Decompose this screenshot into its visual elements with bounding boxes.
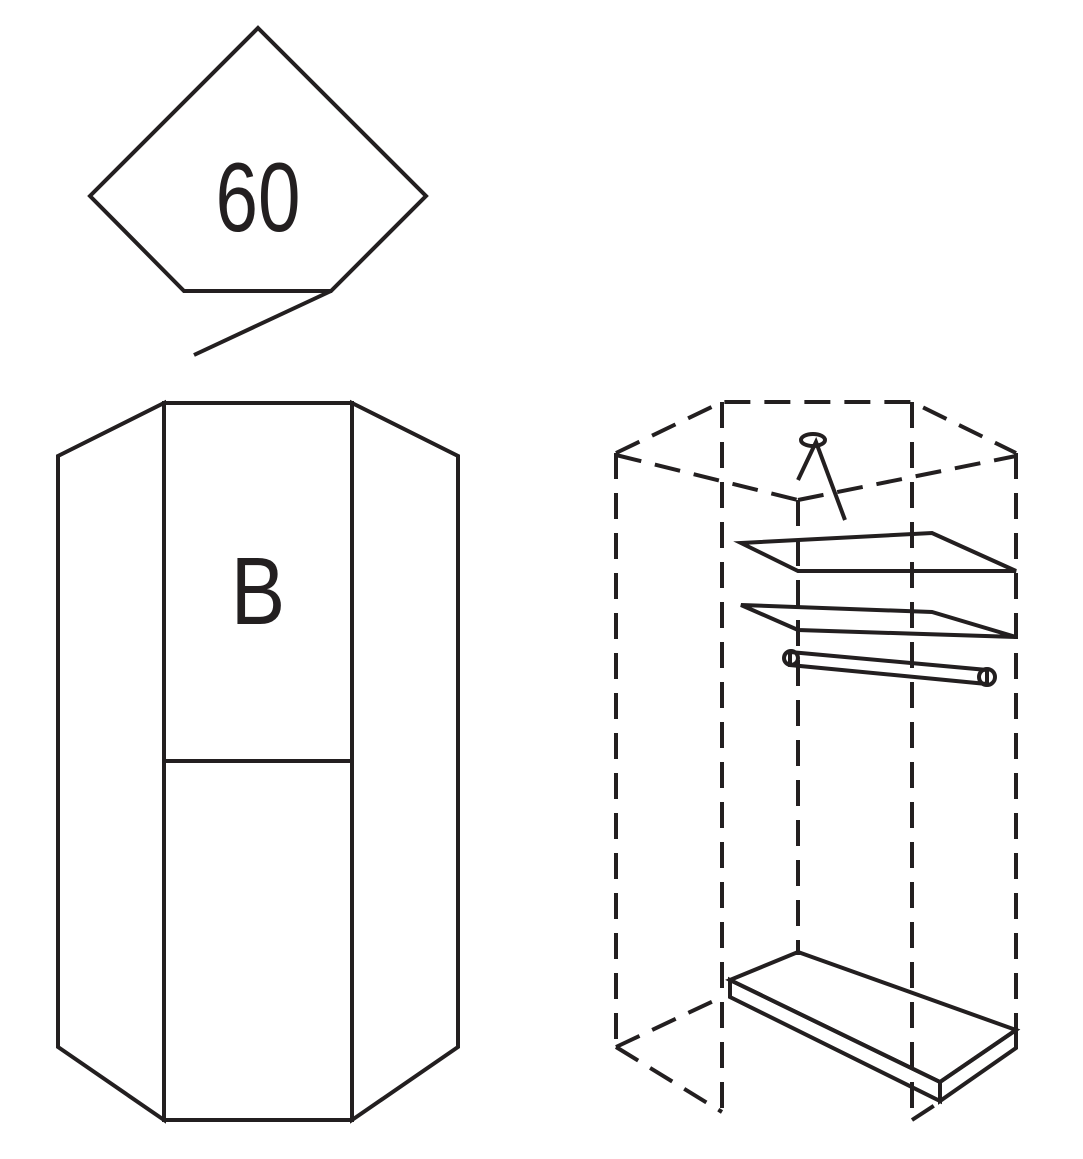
carcass-bottom-right bbox=[910, 1101, 940, 1122]
rail-bar bbox=[788, 649, 989, 687]
door-panel-lower bbox=[162, 759, 354, 1122]
plan-view: 60 bbox=[87, 25, 429, 357]
plan-door-swing bbox=[193, 289, 332, 357]
right-side-panel bbox=[350, 399, 460, 1124]
rail-end-right bbox=[977, 667, 997, 687]
left-side-panel bbox=[56, 399, 166, 1124]
middle-shelf bbox=[740, 603, 1017, 639]
hanging-rail bbox=[782, 649, 997, 687]
interior-view bbox=[614, 400, 1021, 1122]
door-label: B bbox=[231, 537, 285, 645]
rail-end-left bbox=[782, 649, 800, 667]
plan-outline bbox=[87, 25, 429, 293]
front-view: B bbox=[56, 399, 460, 1124]
light-fixture bbox=[796, 432, 847, 521]
carcass-bottom-left-front bbox=[615, 995, 723, 1049]
base-shelf-side bbox=[938, 1026, 1018, 1105]
upper-shelf bbox=[733, 530, 1017, 573]
plan-depth-label: 60 bbox=[215, 142, 300, 252]
carcass-bottom-left-back bbox=[614, 1045, 724, 1114]
carcass-outline bbox=[614, 400, 1018, 1122]
carcass-top-front-edge-right bbox=[797, 454, 1017, 502]
carcass-top-back-edge bbox=[615, 400, 1017, 455]
base-shelf-front bbox=[728, 976, 942, 1105]
light-beam bbox=[796, 436, 847, 521]
carcass-top-front-edge bbox=[615, 453, 799, 502]
base-shelf bbox=[725, 949, 1021, 1105]
